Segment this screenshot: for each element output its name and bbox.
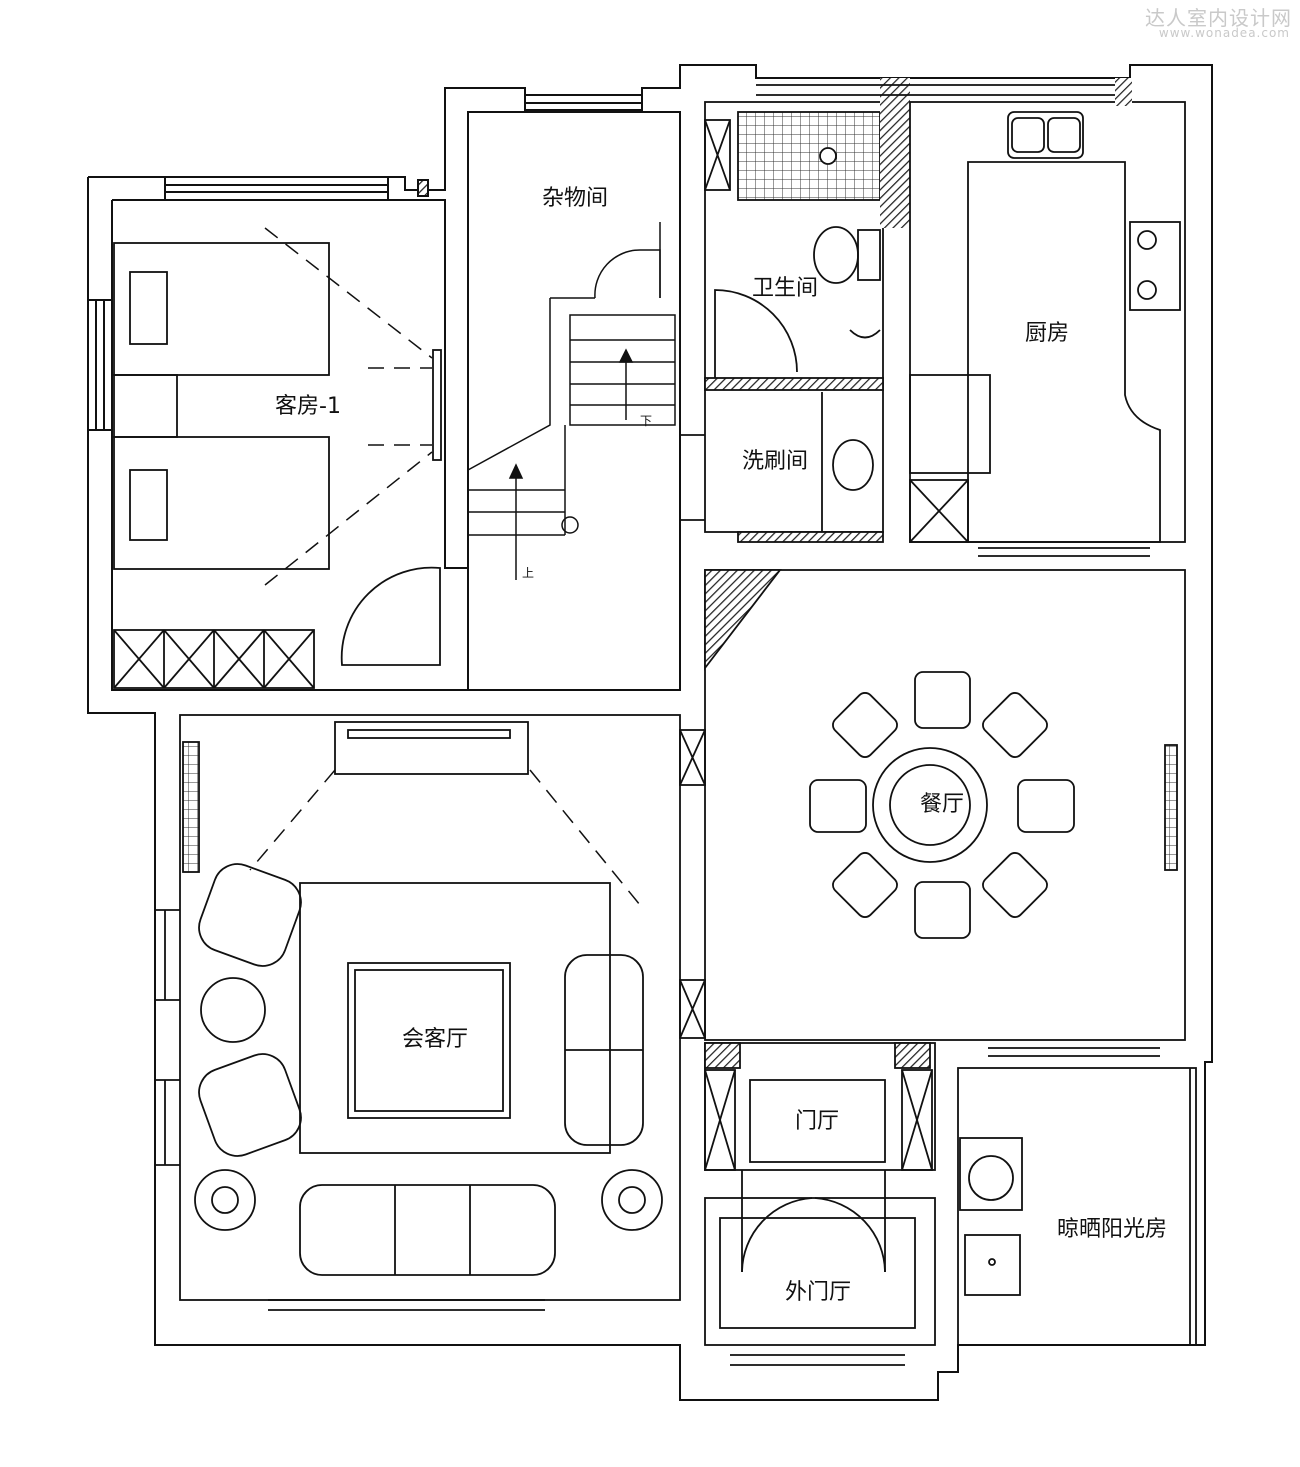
label-sunroom: 晾晒阳光房: [1057, 1217, 1167, 1242]
guest-room-furniture: [113, 242, 442, 689]
label-outer-foyer: 外门厅: [785, 1280, 851, 1305]
label-dining: 餐厅: [920, 792, 964, 817]
label-foyer: 门厅: [795, 1109, 839, 1134]
dining-chairs: [809, 671, 1075, 939]
kitchen: [756, 78, 1186, 557]
guest-tv-view: [264, 227, 433, 586]
label-guest-room: 客房-1: [275, 394, 341, 419]
outer-foyer: [704, 1170, 936, 1366]
label-stairs-up: 上: [522, 566, 534, 580]
label-stairs-down: 下: [640, 414, 652, 428]
living-tv-view: [249, 769, 641, 906]
watermark-url: www.wonadea.com: [1158, 26, 1290, 40]
storage-room: [467, 94, 681, 691]
living-room: [155, 714, 681, 1311]
watermark-title: 达人室内设计网: [1145, 6, 1292, 30]
label-storage: 杂物间: [542, 186, 608, 211]
stairs: [467, 222, 676, 580]
bathroom: [680, 78, 910, 543]
sunroom: [957, 1047, 1197, 1346]
label-bathroom: 卫生间: [752, 276, 818, 301]
label-kitchen: 厨房: [1025, 321, 1069, 346]
label-laundry: 洗刷间: [742, 449, 808, 474]
foyer: [704, 1042, 936, 1171]
dining-room: [679, 569, 1186, 1041]
label-living: 会客厅: [402, 1027, 468, 1052]
